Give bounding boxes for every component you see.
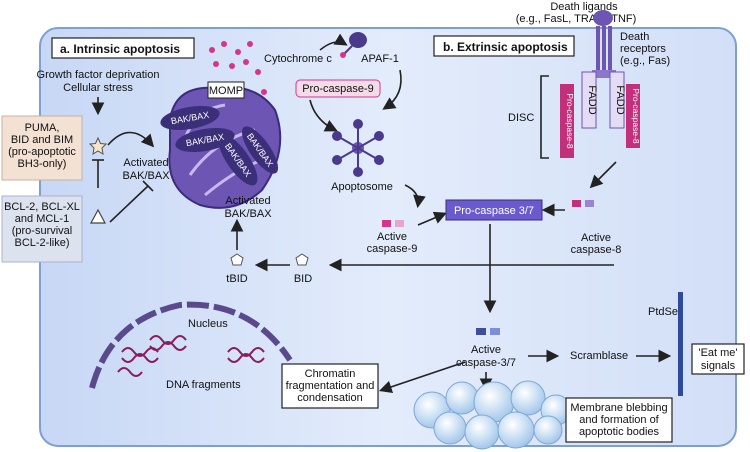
triangle-icon <box>89 208 107 224</box>
active-casp37-icon <box>476 328 500 335</box>
procaspase9-label: Pro-caspase-9 <box>302 83 374 95</box>
chromatin-line1: Chromatin <box>305 368 356 380</box>
procasp8-right-label: Pro-caspase-8 <box>631 88 641 144</box>
bh3-line-2: BID and BIM <box>11 134 73 146</box>
intrinsic-title-box: a. Intrinsic apoptosis <box>51 37 195 59</box>
intrinsic-title: a. Intrinsic apoptosis <box>60 42 180 56</box>
eat-me-line1: 'Eat me' <box>698 347 737 359</box>
scramblase-label: Scramblase <box>570 350 628 362</box>
active-casp8-icon <box>572 200 594 207</box>
bid-icon <box>295 253 309 266</box>
apaf1-label: APAF-1 <box>361 53 399 65</box>
bh3-line-4: BH3-only) <box>18 158 67 170</box>
nucleus-label: Nucleus <box>188 318 228 330</box>
bcl2-line-1: BCL-2, BCL-XL <box>4 201 80 213</box>
active-casp9-line2: caspase-9 <box>367 243 418 255</box>
procasp8-right: Pro-caspase-8 <box>626 84 641 148</box>
dna-fragments-label: DNA fragments <box>166 379 241 391</box>
bcl2-line-3: (pro-survival <box>12 225 73 237</box>
blebbing-box: Membrane blebbing and formation of apopt… <box>565 397 673 443</box>
activated-bakbax-1-line2: BAK/BAX <box>122 170 170 182</box>
fadd-left: FADD <box>581 71 598 129</box>
apaf1-icon <box>340 32 367 58</box>
procasp8-left-label: Pro-caspase-8 <box>565 93 575 149</box>
chromatin-line2: fragmentation and <box>286 380 375 392</box>
fadd-left-label: FADD <box>586 85 598 114</box>
apoptotic-bodies <box>413 380 572 450</box>
death-ligands-line2: (e.g., FasL, TRAIL, TNF) <box>516 13 637 25</box>
procaspase37-label: Pro-caspase 3/7 <box>454 205 534 217</box>
apoptosome-label: Apoptosome <box>331 181 393 193</box>
death-receptors-line1: Death <box>620 31 649 43</box>
bh3-only-box: PUMA, BID and BIM (pro-apoptotic BH3-onl… <box>1 115 83 181</box>
fadd-right-label: FADD <box>614 85 626 114</box>
chromatin-box: Chromatin fragmentation and condensation <box>281 363 379 409</box>
bcl2-line-4: BCL-2-like) <box>14 237 69 249</box>
ptdser-membrane <box>678 292 683 396</box>
tbid-icon <box>230 253 244 266</box>
eat-me-box: 'Eat me' signals <box>691 343 745 375</box>
procasp8-left: Pro-caspase-8 <box>560 84 575 158</box>
activated-bakbax-2-line1: Activated <box>225 195 270 207</box>
blebbing-line2: and formation of <box>579 414 659 426</box>
momp-box: MOMP <box>207 81 245 99</box>
apoptosome-icon <box>332 119 384 177</box>
procaspase9-box: Pro-caspase-9 <box>295 79 381 98</box>
fadd-right: FADD <box>609 71 626 129</box>
star-icon <box>88 136 108 155</box>
momp-label: MOMP <box>209 85 243 97</box>
death-receptors-line3: (e.g., Fas) <box>620 55 670 67</box>
nucleus <box>89 301 293 389</box>
active-casp9-line1: Active <box>377 231 407 243</box>
death-ligand-icon <box>592 10 616 78</box>
tbid-label: tBID <box>226 273 247 285</box>
death-ligands-line1: Death ligands <box>550 1 618 13</box>
dna-fragments-icon <box>117 335 265 377</box>
death-receptors-line2: receptors <box>620 43 666 55</box>
cytochrome-c-dots <box>209 41 267 95</box>
activated-bakbax-1-line1: Activated <box>123 157 168 169</box>
bcl2-box: BCL-2, BCL-XL and MCL-1 (pro-survival BC… <box>1 195 83 263</box>
active-casp9-icon <box>382 220 404 227</box>
active-casp8-line2: caspase-8 <box>571 244 622 256</box>
stress-line-2: Cellular stress <box>63 82 133 94</box>
bcl2-line-2: and MCL-1 <box>15 213 69 225</box>
active-casp37-line1: Active <box>471 344 501 356</box>
stress-line-1: Growth factor deprivation <box>37 69 160 81</box>
extrinsic-title-box: b. Extrinsic apoptosis <box>433 35 575 57</box>
bh3-line-1: PUMA, <box>25 122 60 134</box>
bh3-line-3: (pro-apoptotic <box>8 146 76 158</box>
extrinsic-title: b. Extrinsic apoptosis <box>443 40 568 54</box>
blebbing-line1: Membrane blebbing <box>570 402 667 414</box>
ptdser-label: PtdSer <box>648 306 682 318</box>
active-casp8-line1: Active <box>581 232 611 244</box>
eat-me-line2: signals <box>701 360 736 372</box>
blebbing-line3: apoptotic bodies <box>579 426 660 438</box>
active-casp37-line2: caspase-3/7 <box>456 357 516 369</box>
chromatin-line3: condensation <box>297 392 362 404</box>
procaspase37-box: Pro-caspase 3/7 <box>445 199 543 221</box>
bid-label: BID <box>294 273 312 285</box>
disc-label: DISC <box>508 112 534 124</box>
activated-bakbax-2-line2: BAK/BAX <box>224 208 272 220</box>
cytochrome-c-label: Cytochrome c <box>264 53 332 65</box>
